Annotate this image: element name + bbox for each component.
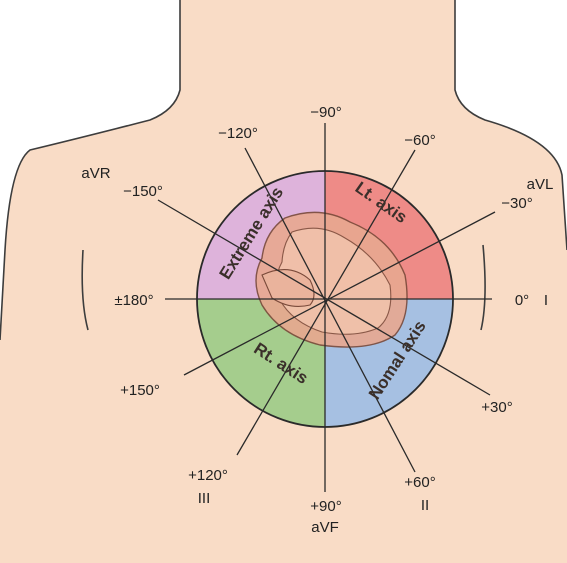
angle-label-minus-60: −60° [404,132,435,149]
angle-label-minus-150: −150° [123,183,163,200]
lead-label-aVF: aVF [311,519,339,536]
lead-label-I: I [544,292,548,309]
angle-label-minus-120: −120° [218,125,258,142]
lead-label-aVR: aVR [81,165,110,182]
angle-label-plus-minus-180: ±180° [114,292,153,309]
angle-label-plus-90: +90° [310,498,341,515]
angle-label-plus-150: +150° [120,382,160,399]
lead-label-II: II [421,497,429,514]
angle-label-minus-30: −30° [501,195,532,212]
angle-label-zero: 0° [515,292,529,309]
angle-label-minus-90: −90° [310,104,341,121]
angle-label-plus-60: +60° [404,474,435,491]
lead-label-III: III [198,490,211,507]
lead-label-aVL: aVL [527,176,554,193]
angle-label-plus-120: +120° [188,467,228,484]
angle-label-plus-30: +30° [481,399,512,416]
